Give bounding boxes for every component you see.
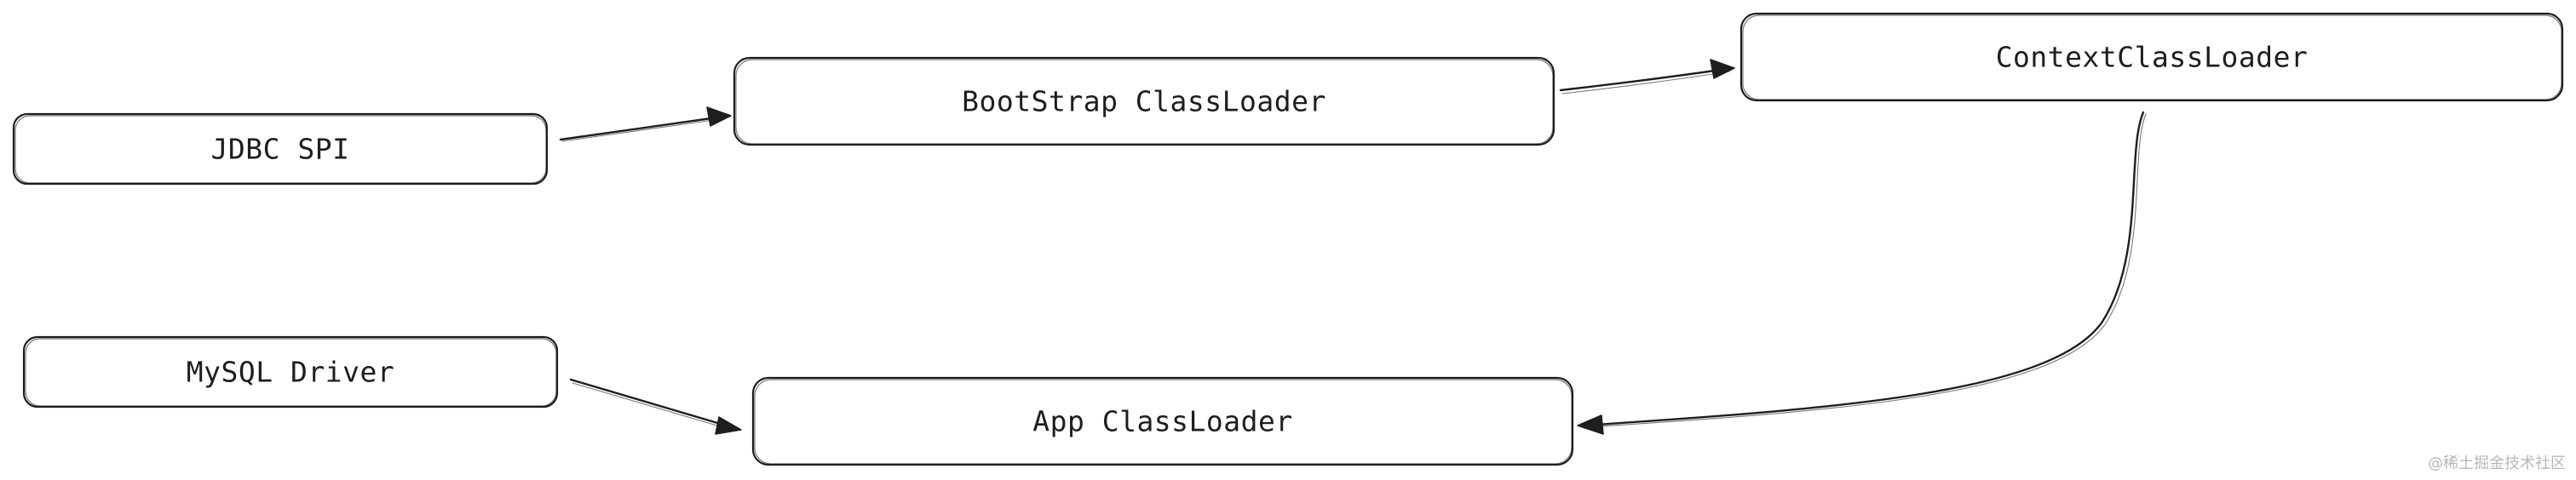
node-context-classloader: ContextClassLoader xyxy=(1739,12,2564,102)
node-jdbc-spi: JDBC SPI xyxy=(12,112,549,186)
arrow-head xyxy=(706,106,732,127)
node-app-classloader: App ClassLoader xyxy=(751,376,1574,466)
node-bootstrap-classloader: BootStrap ClassLoader xyxy=(733,56,1555,146)
edge-bootstrap-to-context xyxy=(1559,59,1735,94)
edge-jdbc-spi-to-bootstrap xyxy=(559,106,732,142)
arrow-head xyxy=(715,416,742,435)
node-mysql-driver: MySQL Driver xyxy=(22,335,559,409)
node-label: App ClassLoader xyxy=(1032,405,1293,438)
arrow-head xyxy=(1577,414,1604,435)
watermark-text: @稀土掘金技术社区 xyxy=(2428,454,2566,472)
arrow-head xyxy=(1710,59,1735,79)
edge-context-to-app xyxy=(1577,111,2147,435)
edges xyxy=(559,59,2147,435)
node-label: JDBC SPI xyxy=(211,133,350,166)
node-label: MySQL Driver xyxy=(187,356,394,389)
nodes: JDBC SPI BootStrap ClassLoader ContextCl… xyxy=(12,12,2564,466)
edge-mysql-to-app xyxy=(569,378,742,435)
node-label: ContextClassLoader xyxy=(1996,41,2309,74)
node-label: BootStrap ClassLoader xyxy=(962,85,1326,118)
